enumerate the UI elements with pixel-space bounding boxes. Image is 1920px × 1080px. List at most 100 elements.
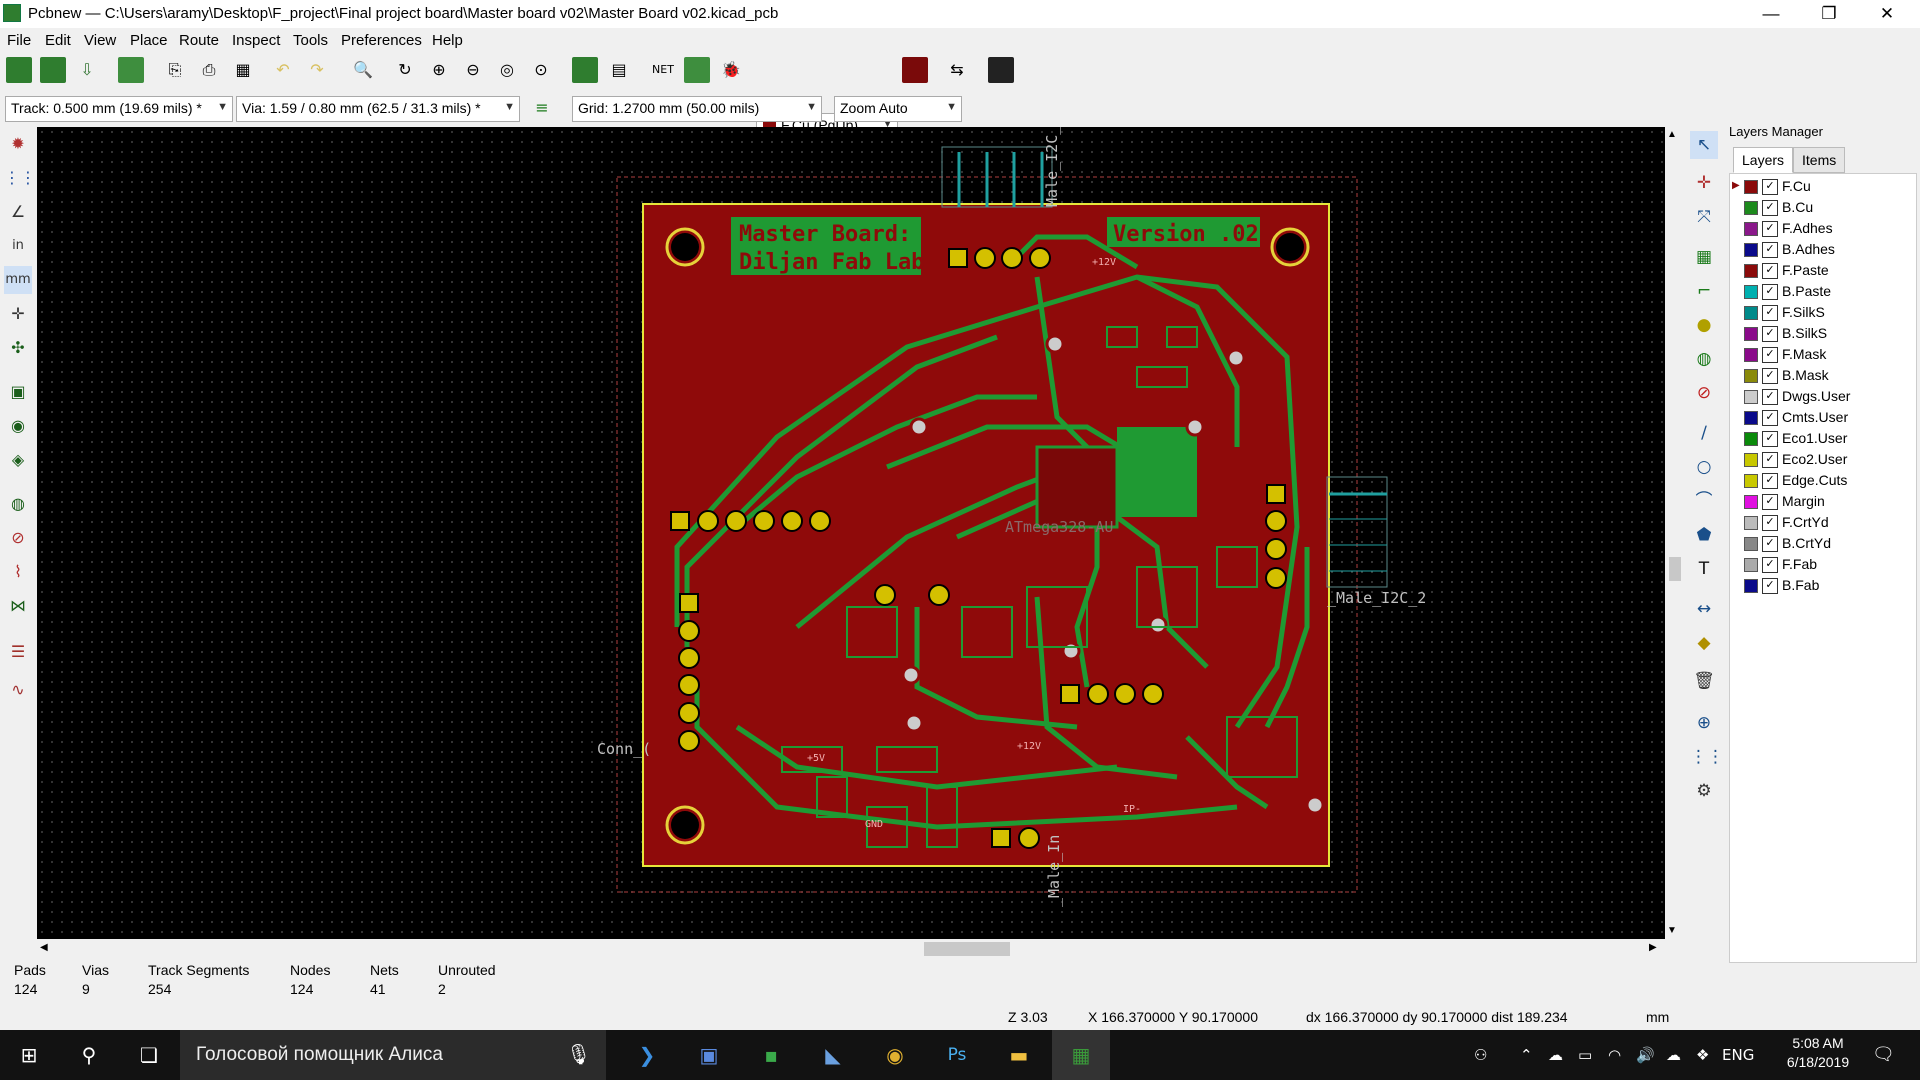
layer-visibility-checkbox[interactable]: ✓ [1762,389,1778,405]
zoom-fit-icon[interactable]: ◎ [500,60,514,79]
layer-visibility-checkbox[interactable]: ✓ [1762,242,1778,258]
layer-color-swatch[interactable] [1744,264,1758,278]
layer-visibility-checkbox[interactable]: ✓ [1762,431,1778,447]
zoom-in-icon[interactable]: ⊕ [432,60,446,79]
menu-preferences[interactable]: Preferences [341,32,422,49]
microwave-tools-icon[interactable]: ∿ [11,680,25,699]
start-icon[interactable]: ⊞ [20,1043,38,1067]
zone-outline-icon[interactable]: ⊘ [11,528,25,547]
units-mm-button[interactable]: mm [4,266,32,294]
close-button[interactable]: ✕ [1879,4,1895,23]
zoom-select[interactable]: Zoom Auto ▼ [834,96,962,122]
zoom-out-icon[interactable]: ⊖ [466,60,480,79]
layer-visibility-checkbox[interactable]: ✓ [1762,473,1778,489]
layer-visibility-checkbox[interactable]: ✓ [1762,557,1778,573]
app-window-icon[interactable]: ▣ [699,1043,719,1067]
add-via-icon[interactable]: ● [1696,315,1712,335]
layer-visibility-checkbox[interactable]: ✓ [1762,536,1778,552]
menu-help[interactable]: Help [432,32,463,49]
units-inch-button[interactable]: in [12,238,24,253]
auto-track-width-icon[interactable]: ≡ [535,98,549,117]
layer-color-swatch[interactable] [1744,579,1758,593]
zone-fill-icon[interactable]: ◍ [11,494,25,513]
show-pads-icon[interactable]: ▣ [10,382,26,401]
volume-icon[interactable]: 🔊 [1636,1046,1655,1064]
add-circle-icon[interactable]: ○ [1696,457,1712,477]
layer-color-swatch[interactable] [1744,201,1758,215]
layer-visibility-checkbox[interactable]: ✓ [1762,179,1778,195]
voice-assistant-search[interactable]: Голосовой помощник Алиса 🎙 [180,1030,606,1080]
grid-toggle-icon[interactable]: ⋮⋮ [4,168,36,187]
shapes-icon[interactable]: ◣ [825,1043,841,1067]
menu-inspect[interactable]: Inspect [232,32,281,49]
layer-color-swatch[interactable] [1744,432,1758,446]
measure-icon[interactable]: ⚙ [1696,781,1712,801]
layer-color-swatch[interactable] [1744,474,1758,488]
add-line-icon[interactable]: ∕ [1701,423,1707,443]
add-target-icon[interactable]: ◆ [1697,633,1711,653]
cursor-shape-icon[interactable]: ✛ [11,304,25,323]
3d-viewer-icon[interactable] [988,57,1014,83]
layer-color-swatch[interactable] [1744,243,1758,257]
dropbox-icon[interactable]: ❖ [1696,1046,1710,1064]
menu-place[interactable]: Place [130,32,168,49]
keepout-icon[interactable]: ⊘ [1696,383,1712,403]
footprint-viewer-icon[interactable]: ▤ [611,60,627,79]
evernote-icon[interactable]: ▪ [764,1043,778,1067]
drc-marker-icon[interactable]: ✹ [11,134,25,153]
layer-color-swatch[interactable] [1744,369,1758,383]
horizontal-scrollbar[interactable]: ◀ ▶ [37,939,1665,959]
scroll-right-icon[interactable]: ▶ [1649,942,1657,953]
menu-view[interactable]: View [84,32,117,49]
layer-visibility-checkbox[interactable]: ✓ [1762,515,1778,531]
save-icon[interactable]: ⇩ [80,60,94,79]
layer-visibility-checkbox[interactable]: ✓ [1762,452,1778,468]
delete-icon[interactable]: 🗑 [1693,671,1715,691]
microwave-icon[interactable]: ⋈ [10,596,26,615]
layer-visibility-checkbox[interactable]: ✓ [1762,221,1778,237]
netlist-icon[interactable]: NET [652,63,674,76]
add-arc-icon[interactable]: ⌒ [1695,491,1713,511]
layer-color-swatch[interactable] [1744,327,1758,341]
layer-color-swatch[interactable] [1744,285,1758,299]
scroll-up-icon[interactable]: ▲ [1667,129,1677,140]
print-icon[interactable]: ⎙ [202,60,216,79]
pcbnew-taskbar-icon[interactable]: ▦ [1052,1030,1110,1080]
layer-color-swatch[interactable] [1744,390,1758,404]
grid-origin-icon[interactable]: ⋮⋮ [1690,747,1724,767]
layer-color-swatch[interactable] [1744,495,1758,509]
vertical-scroll-thumb[interactable] [1669,557,1681,581]
people-icon[interactable]: ⚇ [1474,1046,1488,1064]
language-indicator[interactable]: ENG [1722,1046,1755,1064]
tab-items[interactable]: Items [1793,147,1846,173]
layer-visibility-checkbox[interactable]: ✓ [1762,578,1778,594]
layer-color-swatch[interactable] [1744,306,1758,320]
undo-icon[interactable]: ↶ [276,60,290,79]
layer-color-swatch[interactable] [1744,180,1758,194]
vscode-icon[interactable]: ❯ [638,1043,656,1067]
layer-color-swatch[interactable] [1744,537,1758,551]
microphone-icon[interactable]: 🎙 [566,1044,592,1066]
add-zone-icon[interactable]: ◍ [1696,349,1712,369]
ratsnest-icon[interactable]: ✣ [11,338,25,357]
scripting-icon[interactable]: ⇆ [950,60,964,79]
horizontal-scroll-thumb[interactable] [924,942,1010,956]
add-polygon-icon[interactable]: ⬟ [1696,525,1712,545]
clock[interactable]: 5:08 AM 6/18/2019 [1778,1035,1858,1070]
layer-color-swatch[interactable] [1744,222,1758,236]
zoom-selection-icon[interactable]: ⊙ [534,60,548,79]
layer-visibility-checkbox[interactable]: ✓ [1762,368,1778,384]
search-icon[interactable]: ⚲ [81,1043,97,1067]
add-footprint-icon[interactable]: ▦ [1695,247,1713,267]
footprint-editor-icon[interactable] [572,57,598,83]
layer-visibility-checkbox[interactable]: ✓ [1762,326,1778,342]
refresh-icon[interactable]: ↻ [398,60,412,79]
layer-color-swatch[interactable] [1744,453,1758,467]
layer-visibility-checkbox[interactable]: ✓ [1762,284,1778,300]
vertical-scrollbar[interactable]: ▲ ▼ [1665,127,1685,939]
find-icon[interactable]: 🔍 [353,60,373,79]
layer-color-swatch[interactable] [1744,516,1758,530]
tray-chevron-icon[interactable]: ⌃ [1520,1046,1533,1064]
update-pcb-icon[interactable] [684,57,710,83]
layer-visibility-checkbox[interactable]: ✓ [1762,410,1778,426]
